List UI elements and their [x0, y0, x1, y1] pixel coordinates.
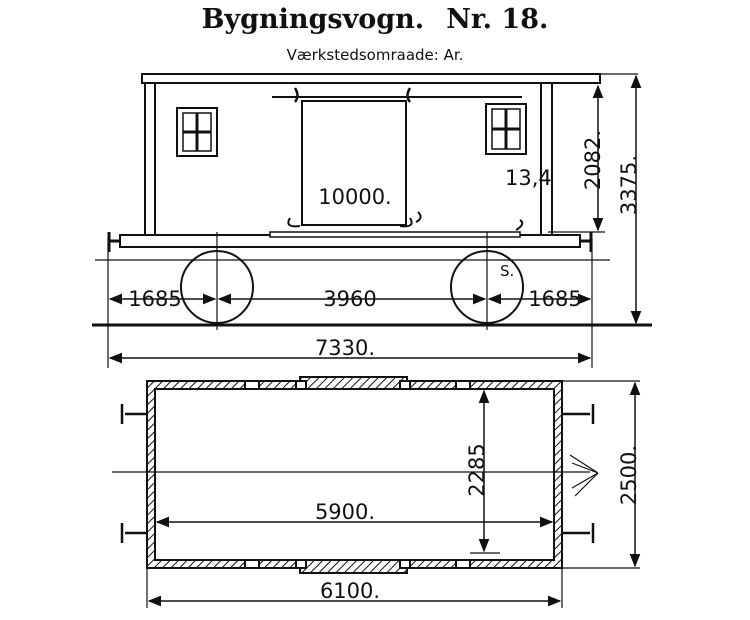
dim-inner-width: 2285 [465, 443, 489, 496]
label-s: S. [500, 262, 514, 280]
sliding-door [301, 100, 407, 226]
roof [141, 73, 601, 84]
dim-outer-length: 6100. [320, 579, 380, 603]
dim-length-total: 7330. [315, 336, 375, 360]
drawing-subtitle: Værkstedsomraade: Ar. [286, 46, 464, 64]
title-number: Nr. 18. [446, 4, 549, 35]
dim-wheelbase: 3960 [323, 287, 376, 311]
plan-buffers [120, 404, 595, 543]
label-area: 13,4 [505, 166, 552, 190]
dim-inner-length: 5900. [315, 500, 375, 524]
plan-walls [146, 376, 563, 574]
label-weight: 10000. [318, 185, 391, 209]
dim-height-body: 2082. [581, 130, 605, 190]
title-text: Bygningsvogn. [201, 4, 425, 35]
buffer-left [107, 232, 120, 252]
window-left [176, 107, 218, 157]
dim-overhang-left: 1685 [128, 287, 181, 311]
drawing-title: Bygningsvogn. Nr. 18. [0, 4, 750, 35]
dim-overhang-right: 1685 [528, 287, 581, 311]
plan-view [112, 376, 641, 608]
side-view [92, 73, 652, 368]
buffer-right [580, 232, 593, 252]
window-right [485, 103, 527, 155]
dim-outer-width: 2500. [617, 445, 641, 505]
dim-height-total: 3375. [617, 155, 641, 215]
